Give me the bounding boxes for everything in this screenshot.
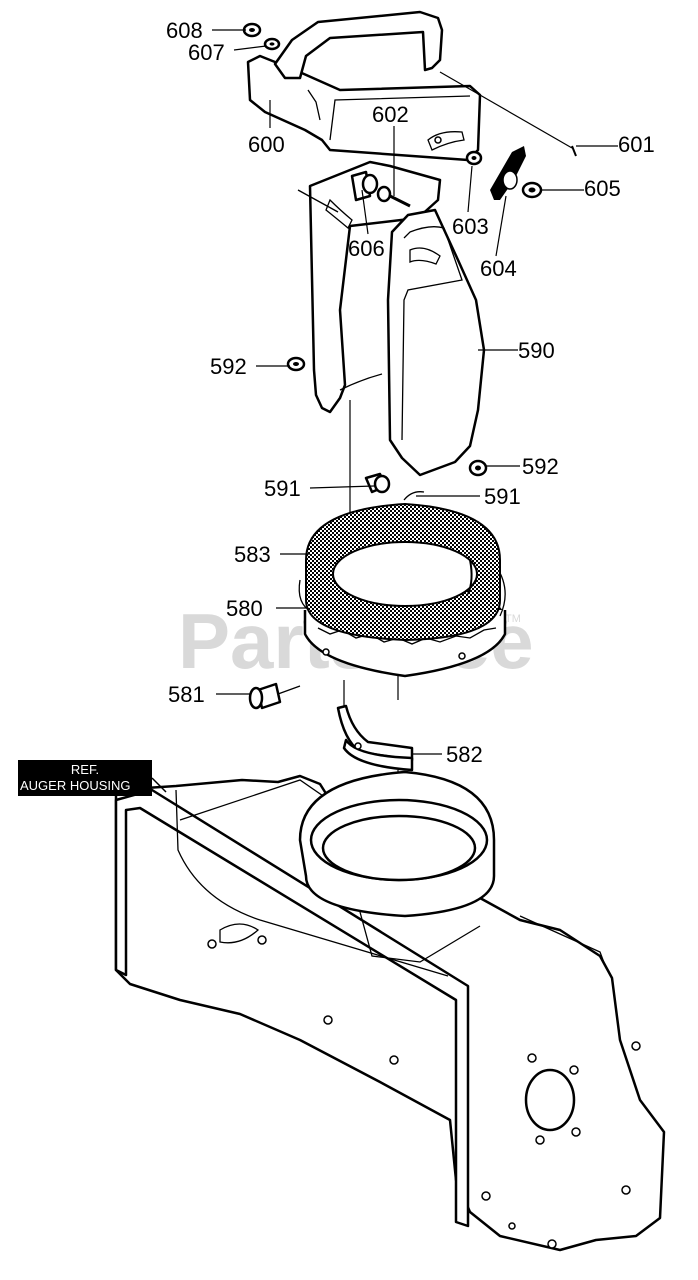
reference-label: REF. AUGER HOUSING — [18, 760, 167, 796]
part-605-nut — [521, 181, 543, 199]
part-592-nut-right — [468, 459, 488, 477]
callout-602: 602 — [372, 102, 409, 127]
callout-608: 608 — [166, 18, 203, 43]
callout-606: 606 — [348, 236, 385, 261]
watermark-tm: TM — [505, 613, 521, 625]
part-590-chute-front — [386, 208, 486, 477]
part-581-screw — [248, 682, 301, 710]
callout-603: 603 — [452, 214, 489, 239]
callout-580: 580 — [226, 596, 263, 621]
reference-line-2: AUGER HOUSING — [20, 778, 131, 793]
reference-line-1: REF. — [71, 762, 99, 777]
part-604-knob — [490, 146, 526, 200]
callout-605: 605 — [584, 176, 621, 201]
callout-590: 590 — [518, 338, 555, 363]
part-601-pin — [439, 71, 577, 157]
callout-592-right: 592 — [522, 454, 559, 479]
callout-600: 600 — [248, 132, 285, 157]
part-603-washer — [465, 150, 483, 166]
callout-582: 582 — [446, 742, 483, 767]
callout-591-right: 591 — [484, 484, 521, 509]
callout-581: 581 — [168, 682, 205, 707]
part-592-nut-left — [286, 356, 306, 372]
callout-labels: 608 607 600 602 601 603 605 606 604 590 … — [166, 18, 655, 767]
part-591-bolt-right — [403, 491, 425, 501]
callout-604: 604 — [480, 256, 517, 281]
callout-592-left: 592 — [210, 354, 247, 379]
auger-housing — [114, 770, 666, 1252]
part-607-washer — [263, 37, 281, 51]
part-582-strap — [336, 704, 414, 772]
part-chute-back — [297, 160, 442, 414]
part-608-nut — [242, 22, 262, 38]
part-583-mesh-seal — [305, 502, 501, 642]
callout-583: 583 — [234, 542, 271, 567]
callout-601: 601 — [618, 132, 655, 157]
leader-lines — [212, 29, 618, 755]
part-602-bolt — [376, 185, 411, 208]
part-591-bolt-left — [364, 472, 391, 494]
part-606-bolt — [350, 170, 379, 202]
callout-591-left: 591 — [264, 476, 301, 501]
callout-607: 607 — [188, 40, 225, 65]
